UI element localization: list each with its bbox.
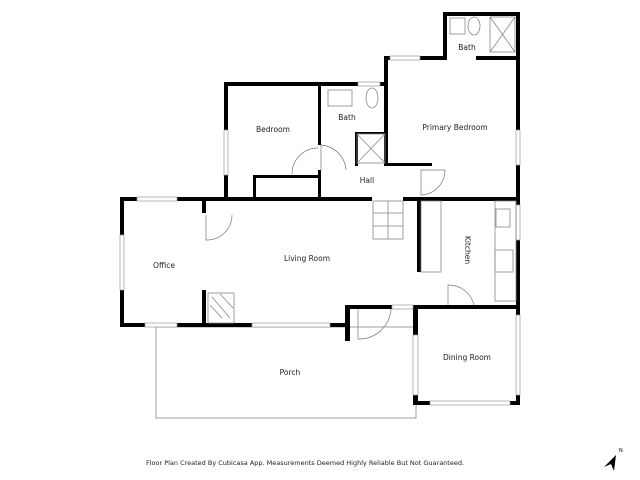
fixtures [207,16,517,324]
room-label-dining-room: Dining Room [443,353,491,362]
north-arrow-icon: N [604,448,623,471]
doors [205,144,475,340]
room-label-kitchen: Kitchen [463,236,472,264]
room-label-primary-bath: Bath [458,43,476,52]
windows [119,55,521,406]
sink-icon [327,89,353,107]
fireplace-icon [207,292,235,324]
room-label-bath: Bath [338,113,356,122]
toilet-icon [365,87,379,109]
room-label-office: Office [153,261,175,270]
room-label-primary-bedroom: Primary Bedroom [422,123,487,132]
room-label-porch: Porch [280,368,301,377]
shower-icon [356,133,386,164]
toilet-icon [467,16,481,36]
room-label-bedroom: Bedroom [256,125,290,134]
sink-icon [495,208,511,228]
room-label-hall: Hall [360,176,374,185]
room-label-living-room: Living Room [284,254,330,263]
room-labels: Bath Bedroom Bath Primary Bedroom Hall O… [153,43,491,377]
walls [120,12,520,405]
footer-disclaimer: Floor Plan Created By Cubicasa App. Meas… [146,459,464,467]
sink-icon [449,17,466,35]
north-label: N [619,448,623,454]
stove-icon [494,249,514,273]
shower-icon [489,16,516,53]
kitchen-counter [420,200,442,273]
